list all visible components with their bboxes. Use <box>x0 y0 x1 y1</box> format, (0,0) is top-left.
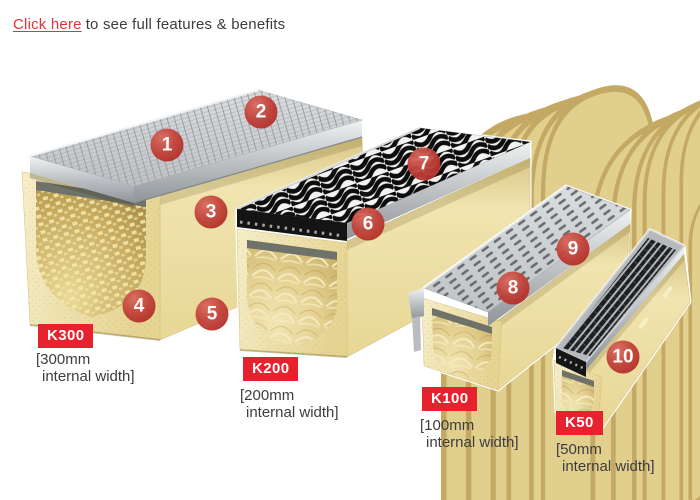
k200-caption: [200mm internal width] <box>240 387 339 421</box>
callout-4: 4 <box>122 289 156 323</box>
k200-grate-end-face <box>237 209 347 241</box>
callout-10: 10 <box>606 340 640 374</box>
callout-7: 7 <box>407 147 441 181</box>
callout-2: 2 <box>244 95 278 129</box>
features-link[interactable]: Click here <box>13 16 82 33</box>
k100-label: K100 <box>422 387 478 411</box>
k50-illustration <box>552 228 692 430</box>
features-link-suffix: to see full features & benefits <box>85 16 286 33</box>
k50-label: K50 <box>556 411 603 435</box>
k100-caption: [100mm internal width] <box>420 417 519 451</box>
k50-grate-side-edge <box>586 246 684 370</box>
k200-grate-front-edge <box>347 142 530 239</box>
callout-3: 3 <box>194 195 228 229</box>
callout-8: 8 <box>496 271 530 305</box>
k200-illustration <box>235 66 700 500</box>
callout-5: 5 <box>195 297 229 331</box>
k300-caption: [300mm internal width] <box>36 351 135 385</box>
callout-6: 6 <box>351 207 385 241</box>
k300-grate-front-edge <box>134 120 362 203</box>
callout-1: 1 <box>150 128 184 162</box>
k300-grate-end-edge <box>30 156 134 203</box>
callout-9: 9 <box>556 232 590 266</box>
k300-label: K300 <box>38 324 94 348</box>
k200-label: K200 <box>243 357 299 381</box>
k50-caption: [50mm internal width] <box>556 441 655 475</box>
k100-end-rail <box>408 288 424 319</box>
